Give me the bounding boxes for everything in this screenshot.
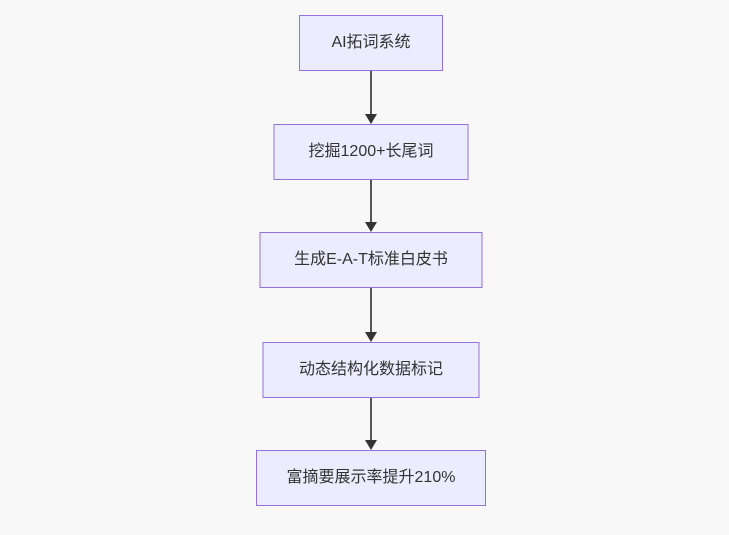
node-label: 生成E-A-T标准白皮书: [294, 251, 448, 269]
edge-line: [370, 398, 372, 440]
flowchart-node-structured-data: 动态结构化数据标记: [262, 342, 480, 398]
arrowhead-icon: [365, 114, 377, 124]
flowchart-node-longtail-words: 挖掘1200+长尾词: [273, 124, 469, 180]
flowchart-node-eat-whitepaper: 生成E-A-T标准白皮书: [259, 232, 483, 288]
flowchart-edge: [365, 398, 377, 450]
flowchart-node-ai-system: AI拓词系统: [299, 15, 443, 71]
edge-line: [370, 288, 372, 332]
edge-line: [370, 71, 372, 114]
flowchart-edge: [365, 180, 377, 232]
arrowhead-icon: [365, 440, 377, 450]
flowchart-node-rich-snippet-result: 富摘要展示率提升210%: [256, 450, 486, 506]
flowchart-edge: [365, 71, 377, 124]
edge-line: [370, 180, 372, 222]
flowchart-edge: [365, 288, 377, 342]
node-label: 动态结构化数据标记: [298, 361, 443, 379]
arrowhead-icon: [365, 222, 377, 232]
node-label: 挖掘1200+长尾词: [308, 143, 434, 161]
arrowhead-icon: [365, 332, 377, 342]
node-label: AI拓词系统: [331, 34, 411, 52]
node-label: 富摘要展示率提升210%: [286, 469, 456, 487]
